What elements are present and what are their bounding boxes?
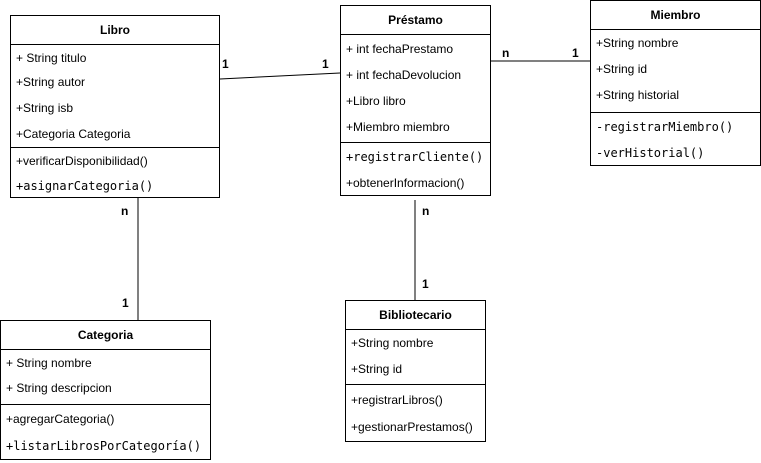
- methods-section: +verificarDisponibilidad() +asignarCateg…: [11, 148, 219, 197]
- mult-libro-prestamo-prestamo-end: 1: [322, 57, 329, 71]
- mult-prestamo-bibliotecario-prestamo-end: n: [422, 204, 430, 218]
- method: +gestionarPrestamos(): [351, 420, 473, 434]
- method: -verHistorial(): [596, 146, 705, 160]
- class-title: Miembro: [591, 1, 760, 30]
- attribute: +String nombre: [596, 36, 679, 50]
- attributes-section: + int fechaPrestamo + int fechaDevolucio…: [341, 35, 490, 143]
- class-title: Préstamo: [341, 6, 490, 35]
- line-libro-prestamo: [219, 72, 341, 80]
- attribute: +String isb: [16, 101, 74, 115]
- mult-libro-categoria-libro-end: n: [121, 204, 129, 218]
- method: +agregarCategoria(): [6, 412, 115, 426]
- attribute: +Categoria Categoria: [16, 127, 131, 141]
- mult-prestamo-miembro-miembro-end: 1: [572, 46, 579, 60]
- class-categoria: Categoria + String nombre + String descr…: [0, 320, 211, 460]
- mult-prestamo-bibliotecario-bibliotecario-end: 1: [422, 277, 429, 291]
- attributes-section: +String nombre +String id +String histor…: [591, 30, 760, 113]
- attribute: +String historial: [596, 88, 680, 102]
- class-title: Bibliotecario: [346, 301, 485, 330]
- attribute: +String autor: [16, 75, 86, 89]
- attribute: +Miembro miembro: [346, 120, 450, 134]
- attribute: +String id: [351, 362, 403, 376]
- attribute: +Libro libro: [346, 94, 406, 108]
- method: -registrarMiembro(): [596, 120, 734, 134]
- method: +obtenerInformacion(): [346, 176, 465, 190]
- attributes-section: + String titulo +String autor +String is…: [11, 45, 219, 148]
- attributes-section: + String nombre + String descripcion: [1, 350, 210, 405]
- attribute: + int fechaDevolucion: [346, 68, 462, 82]
- mult-libro-prestamo-libro-end: 1: [222, 57, 229, 71]
- methods-section: -registrarMiembro() -verHistorial(): [591, 113, 760, 165]
- methods-section: +registrarCliente() +obtenerInformacion(…: [341, 143, 490, 195]
- class-miembro: Miembro +String nombre +String id +Strin…: [590, 0, 761, 166]
- class-bibliotecario: Bibliotecario +String nombre +String id …: [345, 300, 486, 442]
- attribute: +String id: [596, 62, 648, 76]
- attribute: + String nombre: [6, 356, 92, 370]
- class-title: Categoria: [1, 321, 210, 350]
- methods-section: +agregarCategoria() +listarLibrosPorCate…: [1, 405, 210, 459]
- method: +verificarDisponibilidad(): [16, 153, 148, 168]
- class-libro: Libro + String titulo +String autor +Str…: [10, 15, 220, 198]
- attribute: + int fechaPrestamo: [346, 42, 454, 56]
- method: +listarLibrosPorCategoría(): [6, 439, 202, 453]
- mult-prestamo-miembro-prestamo-end: n: [502, 46, 510, 60]
- attributes-section: +String nombre +String id: [346, 330, 485, 385]
- method: +registrarLibros(): [351, 393, 443, 407]
- class-title: Libro: [11, 16, 219, 45]
- method: +registrarCliente(): [346, 150, 484, 164]
- attribute: +String nombre: [351, 336, 434, 350]
- mult-libro-categoria-categoria-end: 1: [122, 296, 129, 310]
- methods-section: +registrarLibros() +gestionarPrestamos(): [346, 385, 485, 441]
- attribute: + String titulo: [16, 51, 87, 65]
- attribute: + String descripcion: [6, 381, 112, 395]
- method: +asignarCategoria(): [16, 179, 154, 193]
- class-prestamo: Préstamo + int fechaPrestamo + int fecha…: [340, 5, 491, 196]
